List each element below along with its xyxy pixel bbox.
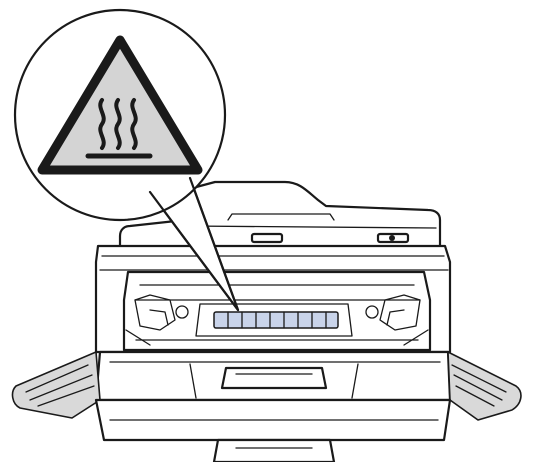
fuser-highlight [214, 312, 338, 328]
paper-tray [96, 400, 450, 462]
printer [13, 182, 521, 462]
power-button-icon [389, 235, 395, 241]
